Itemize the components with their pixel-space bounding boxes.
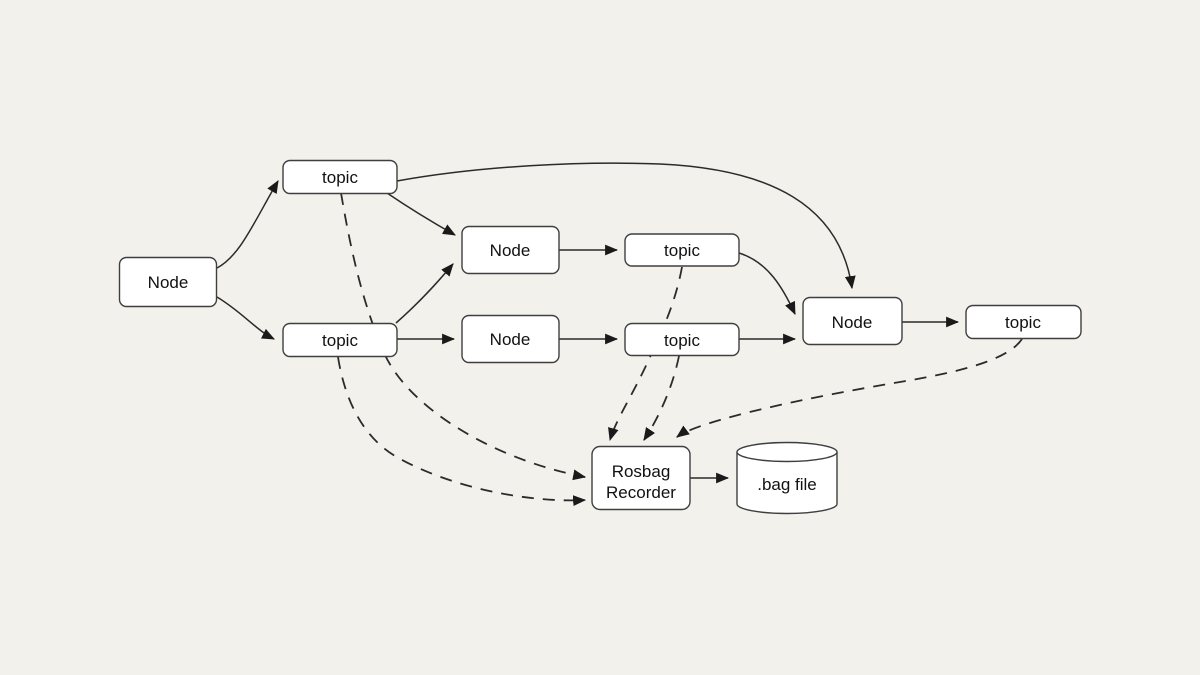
topic-box-lower-rect — [624, 322, 740, 357]
bag-file-cylinder-top — [736, 441, 838, 463]
rosbag-recorder-box: Rosbag Recorder — [591, 445, 691, 511]
topic-box-upper-label: topic — [664, 241, 700, 260]
node-box-left-rect — [118, 256, 218, 308]
edge-topic-top-to-node-right — [396, 162, 856, 290]
topic-box-top: topic — [282, 159, 398, 195]
edge-topic-mid-to-node-upper — [395, 263, 454, 324]
node-box-right-rect — [802, 296, 903, 346]
node-box-upper-rect — [461, 225, 560, 275]
topic-box-mid: topic — [282, 322, 398, 358]
node-box-left: Node — [118, 256, 218, 308]
bag-file-cylinder: .bag file — [736, 441, 838, 515]
topic-box-top-rect — [282, 159, 398, 195]
edge-node-left-to-topic-top — [216, 180, 279, 269]
edge-node-left-to-topic-mid — [216, 296, 275, 340]
topic-box-right: topic — [965, 304, 1082, 340]
topic-box-lower-label: topic — [664, 331, 700, 350]
topic-box-right-label: topic — [1005, 313, 1041, 332]
edge-topic-top-to-rosbag-recorder — [340, 192, 587, 481]
topic-box-upper: topic — [624, 233, 740, 267]
rosbag-recorder-label-line1: Rosbag — [612, 462, 671, 481]
topic-box-lower: topic — [624, 322, 740, 357]
edge-topic-top-to-node-upper — [386, 192, 456, 236]
bag-file-cylinder-body — [736, 452, 838, 515]
node-box-lower-label: Node — [490, 330, 531, 349]
bag-file-label: .bag file — [757, 475, 817, 494]
node-box-right-label: Node — [832, 313, 873, 332]
node-box-right: Node — [802, 296, 903, 346]
topic-box-upper-rect — [624, 233, 740, 267]
topic-box-top-label: topic — [322, 168, 358, 187]
node-box-upper: Node — [461, 225, 560, 275]
node-box-lower-rect — [461, 314, 560, 364]
rosbag-recorder-label-line2: Recorder — [606, 483, 676, 502]
rosbag-recorder-rect — [591, 445, 691, 511]
edge-topic-upper-to-node-right — [738, 252, 796, 315]
topic-box-right-rect — [965, 304, 1082, 340]
topic-box-mid-rect — [282, 322, 398, 358]
edge-topic-lower-to-rosbag-recorder — [643, 355, 680, 441]
node-box-left-label: Node — [148, 273, 189, 292]
topic-box-mid-label: topic — [322, 331, 358, 350]
edge-topic-upper-to-rosbag-recorder — [608, 266, 683, 442]
edge-topic-right-to-rosbag-recorder — [676, 338, 1023, 438]
node-box-lower: Node — [461, 314, 560, 364]
node-box-upper-label: Node — [490, 241, 531, 260]
